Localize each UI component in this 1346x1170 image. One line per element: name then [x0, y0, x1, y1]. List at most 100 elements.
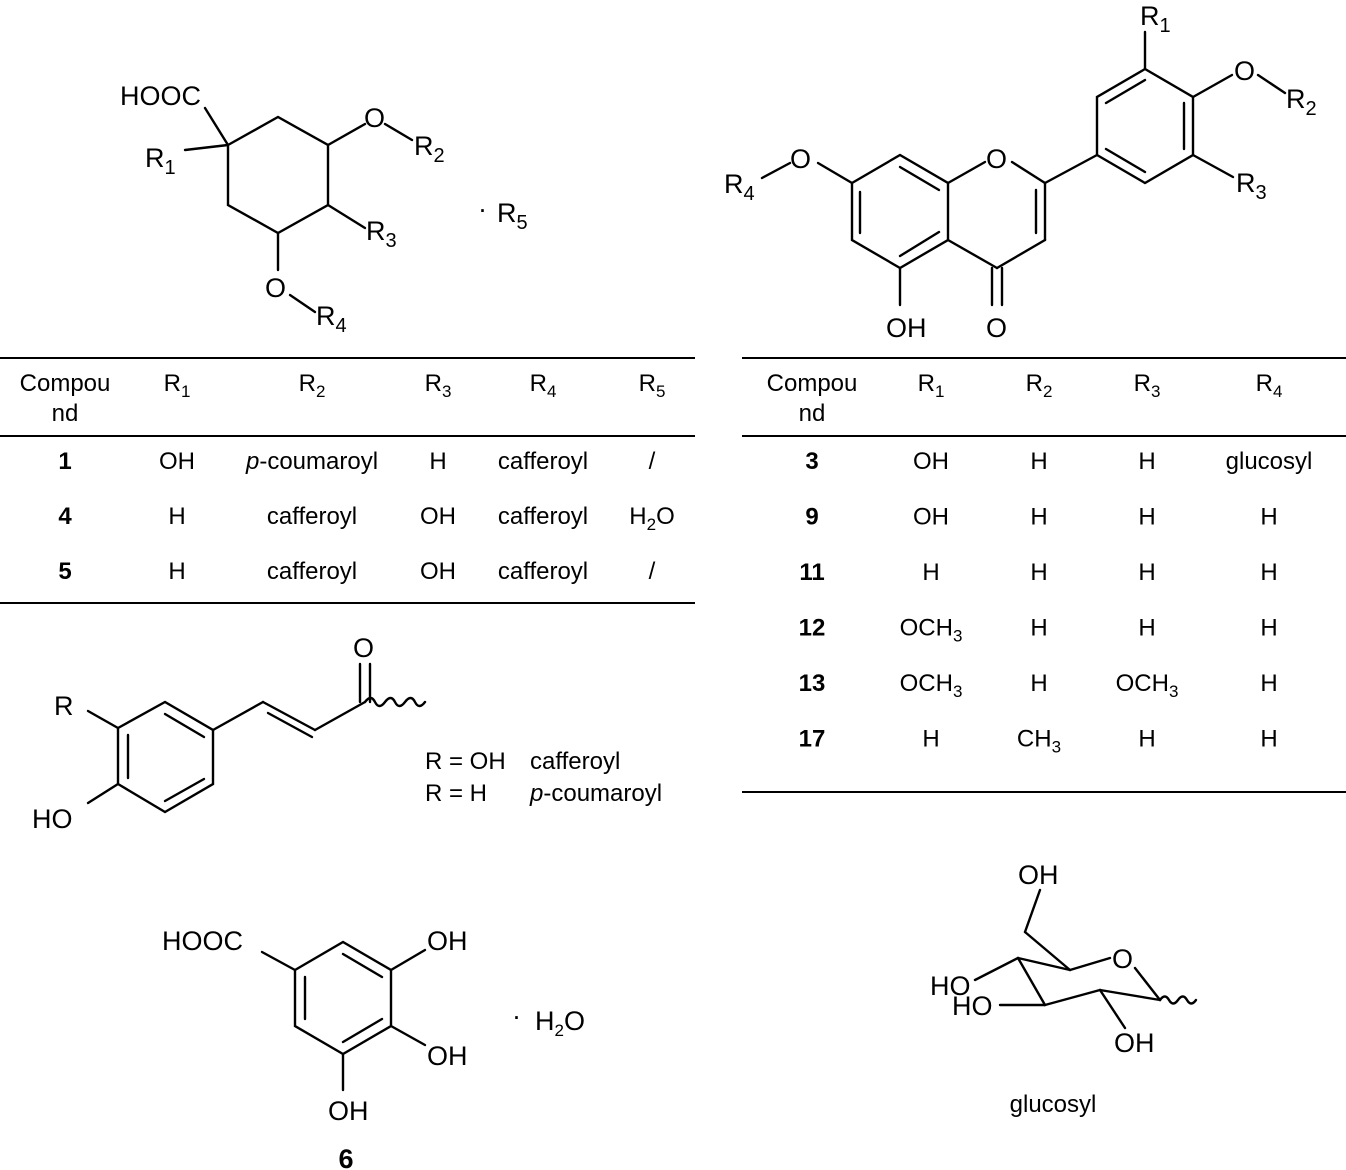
acyl-group-structure: R HO O R = OH cafferoyl R = H p-coumaroy… — [32, 633, 662, 834]
right-table-cell: H — [1030, 448, 1047, 475]
right-header-compound: nd — [799, 400, 826, 427]
right-table-cell: H — [1138, 615, 1155, 642]
right-table-cell: OH — [913, 448, 949, 475]
right-table-cell: H — [922, 559, 939, 586]
right-table-cell: H — [922, 726, 939, 753]
left-table-cell: cafferoyl — [498, 503, 588, 530]
oxygen-label: O — [790, 144, 811, 174]
glucosyl-caption: glucosyl — [1010, 1091, 1097, 1118]
right-header-cell: R4 — [1256, 370, 1283, 401]
hydroxyl-label: OH — [328, 1096, 369, 1126]
right-table-cell: OCH3 — [1116, 670, 1179, 701]
r1-label: R1 — [145, 143, 176, 179]
right-table-cell: H — [1260, 504, 1277, 531]
water-label: H2O — [535, 1006, 585, 1040]
right-table-cell: H — [1138, 559, 1155, 586]
r2-label: R2 — [1286, 84, 1317, 120]
right-table-cell: H — [1260, 670, 1277, 697]
legend-name: p-coumaroyl — [529, 780, 662, 807]
r3-label: R3 — [1236, 168, 1267, 204]
keto-oxygen-label: O — [986, 313, 1007, 343]
left-header-cell: R3 — [425, 370, 452, 401]
left-header-cell: R4 — [530, 370, 557, 401]
right-table-cell: OCH3 — [900, 670, 963, 701]
hydroxyl-label: HO — [930, 971, 971, 1001]
hooc-label: HOOC — [120, 81, 201, 111]
oxygen-label: O — [265, 273, 286, 303]
right-header-compound: Compou — [767, 370, 858, 397]
left-header-compound: Compou — [20, 370, 111, 397]
legend-name: cafferoyl — [530, 748, 620, 775]
left-header-cell: R5 — [639, 370, 666, 401]
right-compound-number: 11 — [799, 559, 824, 586]
r-label: R — [54, 691, 74, 721]
hydroxyl-label: HO — [952, 991, 993, 1021]
left-table-cell: H — [168, 558, 185, 585]
hydroxyl-label: OH — [427, 1041, 468, 1071]
dot-separator: · — [512, 1001, 521, 1031]
hydroxyl-label: HO — [32, 804, 73, 834]
r3-label: R3 — [366, 216, 397, 252]
left-table-cell: cafferoyl — [498, 448, 588, 475]
right-table-cell: H — [1030, 559, 1047, 586]
right-compound-number: 9 — [805, 504, 818, 531]
r2-label: R2 — [414, 131, 445, 167]
right-table-cell: glucosyl — [1226, 448, 1313, 475]
gallic-acid-structure: HOOC OH OH OH · H2O 6 — [162, 926, 585, 1170]
hydroxyl-label: OH — [1018, 860, 1059, 890]
oxygen-label: O — [1234, 56, 1255, 86]
left-compound-number: 1 — [58, 448, 71, 475]
left-table-cell: p-coumaroyl — [245, 448, 378, 475]
right-table-cell: H — [1138, 448, 1155, 475]
left-header-cell: R1 — [164, 370, 191, 401]
left-table-cell: OH — [420, 503, 456, 530]
left-table-cell: / — [649, 558, 656, 585]
right-table-cell: H — [1030, 504, 1047, 531]
right-table-cell: H — [1260, 559, 1277, 586]
hooc-label: HOOC — [162, 926, 243, 956]
r5-label: R5 — [497, 198, 528, 234]
hydroxyl-label: OH — [427, 926, 468, 956]
left-table-cell: cafferoyl — [267, 503, 357, 530]
right-compound-number: 3 — [805, 448, 818, 475]
ring-oxygen-label: O — [986, 144, 1007, 174]
r4-label: R4 — [724, 169, 755, 205]
glucosyl-structure: OH HO HO O OH glucosyl — [930, 860, 1198, 1118]
left-header-cell: R2 — [299, 370, 326, 401]
left-table-cell: cafferoyl — [498, 558, 588, 585]
right-table-cell: OH — [913, 504, 949, 531]
left-table-cell: cafferoyl — [267, 558, 357, 585]
right-table-cell: CH3 — [1017, 726, 1061, 757]
dot-separator: · — [478, 194, 487, 224]
left-table-cell: OH — [420, 558, 456, 585]
left-table-cell: H2O — [629, 503, 674, 534]
r1-label: R1 — [1140, 1, 1171, 37]
hydroxyl-label: OH — [886, 313, 927, 343]
left-compound-number: 5 — [58, 558, 71, 585]
right-table-cell: OCH3 — [900, 615, 963, 646]
right-compound-number: 12 — [799, 615, 826, 642]
right-header-cell: R2 — [1026, 370, 1053, 401]
right-table-cell: H — [1260, 726, 1277, 753]
right-compound-number: 13 — [799, 670, 826, 697]
oxygen-label: O — [364, 103, 385, 133]
right-header-cell: R3 — [1134, 370, 1161, 401]
right-table-cell: H — [1138, 726, 1155, 753]
legend-equation: R = OH — [425, 748, 506, 775]
right-compound-number: 17 — [799, 726, 826, 753]
left-table-cell: OH — [159, 448, 195, 475]
left-table-cell: / — [649, 448, 656, 475]
hydroxyl-label: OH — [1114, 1028, 1155, 1058]
compound-number: 6 — [338, 1144, 353, 1170]
flavone-structure: R1 O R2 R3 R4 O O OH O — [724, 1, 1317, 343]
carbonyl-oxygen-label: O — [353, 633, 374, 663]
left-table-cell: H — [429, 448, 446, 475]
right-table-cell: H — [1138, 504, 1155, 531]
r4-label: R4 — [316, 301, 347, 337]
right-table-cell: H — [1260, 615, 1277, 642]
left-compound-number: 4 — [58, 503, 72, 530]
left-table-cell: H — [168, 503, 185, 530]
